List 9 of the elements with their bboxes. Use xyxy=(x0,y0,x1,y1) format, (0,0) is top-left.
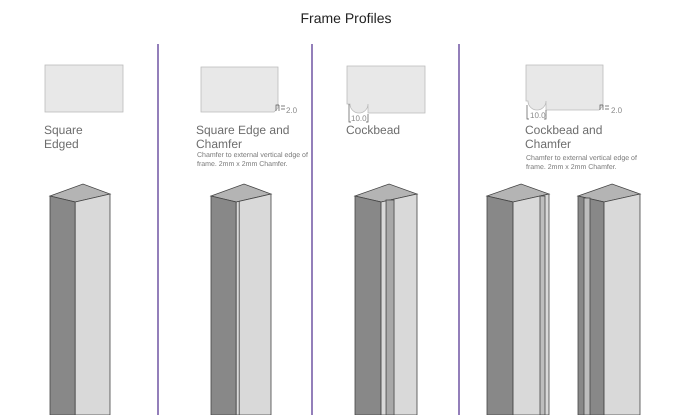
diagram-title: Frame Profiles xyxy=(299,9,393,28)
dimension-value: 10.0 xyxy=(530,111,547,120)
profile-name: Cockbead xyxy=(346,123,402,137)
dimension-value: 2.0 xyxy=(611,106,624,115)
dimension-value: 2.0 xyxy=(286,106,298,115)
profile-name: Square Edge and Chamfer xyxy=(196,123,290,151)
profile-name: Square Edged xyxy=(44,123,84,151)
profile-name: Cockbead and Chamfer xyxy=(525,123,604,151)
dimension-value: 10.0 xyxy=(351,114,368,123)
